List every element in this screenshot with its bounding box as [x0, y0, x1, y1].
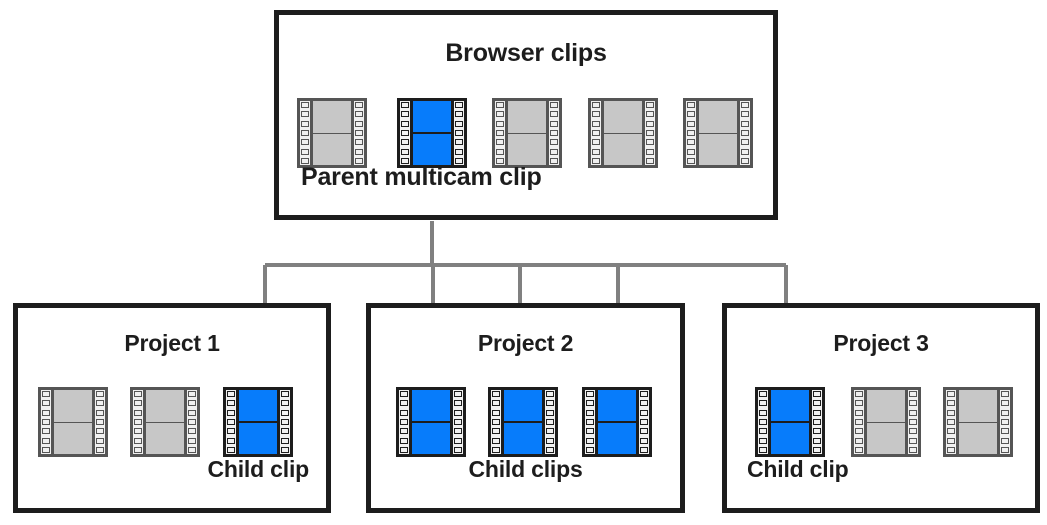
sprocket-strip-right [184, 390, 197, 454]
browser-clips-container: Browser clips Parent multicam clip [274, 10, 778, 220]
sprocket-strip-right [351, 101, 364, 165]
browser-clip-5[interactable] [683, 98, 753, 168]
project-1-clip-3-child[interactable] [223, 387, 293, 457]
browser-clip-4[interactable] [588, 98, 658, 168]
browser-clip-3[interactable] [492, 98, 562, 168]
sprocket-strip-left [300, 101, 313, 165]
browser-clip-1[interactable] [297, 98, 367, 168]
sprocket-strip-left [399, 390, 412, 454]
clip-thumbnail [504, 390, 542, 454]
clip-thumbnail [699, 101, 737, 165]
clip-thumbnail [54, 390, 92, 454]
project-2-container: Project 2 Child clips [366, 303, 685, 513]
sprocket-strip-right [905, 390, 918, 454]
project-2-title: Project 2 [477, 330, 574, 356]
sprocket-strip-right [546, 101, 559, 165]
sprocket-strip-right [451, 101, 464, 165]
sprocket-strip-left [686, 101, 699, 165]
project-2-clip-1-child[interactable] [396, 387, 466, 457]
project-2-child-clips-caption: Child clips [468, 456, 583, 482]
sprocket-strip-right [636, 390, 649, 454]
sprocket-strip-right [92, 390, 105, 454]
clip-thumbnail [598, 390, 636, 454]
sprocket-strip-left [495, 101, 508, 165]
sprocket-strip-right [450, 390, 463, 454]
clip-thumbnail [239, 390, 277, 454]
sprocket-strip-left [226, 390, 239, 454]
clip-thumbnail [146, 390, 184, 454]
sprocket-strip-left [946, 390, 959, 454]
sprocket-strip-left [854, 390, 867, 454]
project-2-clip-2-child[interactable] [488, 387, 558, 457]
sprocket-strip-right [277, 390, 290, 454]
sprocket-strip-left [491, 390, 504, 454]
parent-multicam-clip-caption: Parent multicam clip [301, 163, 542, 191]
project-2-clip-3-child[interactable] [582, 387, 652, 457]
project-3-title: Project 3 [833, 330, 929, 356]
sprocket-strip-left [41, 390, 54, 454]
project-1-container: Project 1 Child clip [13, 303, 331, 513]
sprocket-strip-right [642, 101, 655, 165]
sprocket-strip-left [591, 101, 604, 165]
project-3-child-clip-caption: Child clip [747, 456, 849, 482]
browser-clips-title: Browser clips [445, 39, 607, 67]
clip-thumbnail [604, 101, 642, 165]
sprocket-strip-right [809, 390, 822, 454]
project-3-clip-2[interactable] [851, 387, 921, 457]
project-1-title: Project 1 [124, 330, 220, 356]
sprocket-strip-left [133, 390, 146, 454]
sprocket-strip-right [997, 390, 1010, 454]
project-3-clip-1-child[interactable] [755, 387, 825, 457]
clip-thumbnail [771, 390, 809, 454]
project-1-clip-1[interactable] [38, 387, 108, 457]
clip-thumbnail [867, 390, 905, 454]
browser-clip-2-parent-multicam[interactable] [397, 98, 467, 168]
project-1-clip-2[interactable] [130, 387, 200, 457]
clip-thumbnail [413, 101, 451, 165]
project-1-child-clip-caption: Child clip [207, 456, 309, 482]
sprocket-strip-left [758, 390, 771, 454]
project-3-container: Project 3 Child clip [722, 303, 1040, 513]
project-3-clip-3[interactable] [943, 387, 1013, 457]
clip-thumbnail [508, 101, 546, 165]
sprocket-strip-left [400, 101, 413, 165]
sprocket-strip-left [585, 390, 598, 454]
sprocket-strip-right [542, 390, 555, 454]
clip-thumbnail [313, 101, 351, 165]
clip-thumbnail [412, 390, 450, 454]
sprocket-strip-right [737, 101, 750, 165]
clip-thumbnail [959, 390, 997, 454]
